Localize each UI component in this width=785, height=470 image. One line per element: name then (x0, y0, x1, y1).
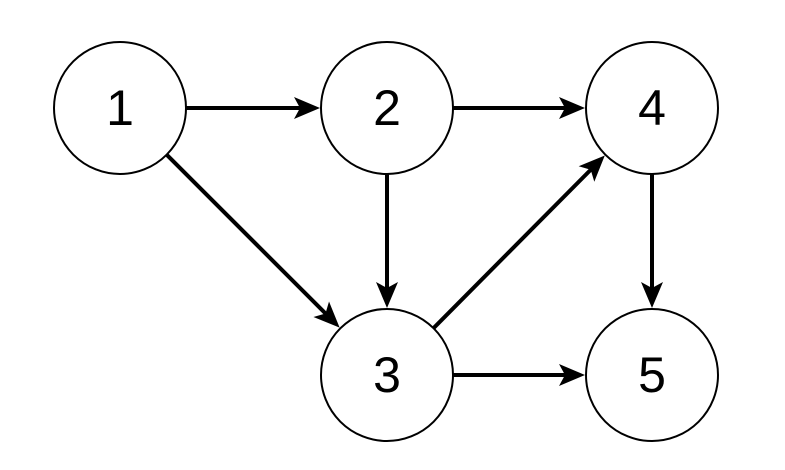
node-circle (320, 41, 454, 175)
node-circle (320, 308, 454, 442)
node-label: 2 (373, 80, 401, 136)
node-3: 3 (320, 308, 454, 442)
edge-line (432, 164, 597, 330)
node-label: 5 (638, 347, 666, 403)
node-label: 4 (638, 80, 666, 136)
edge-3-to-4 (432, 155, 605, 330)
node-2: 2 (320, 41, 454, 175)
node-5: 5 (585, 308, 719, 442)
arrowhead (294, 97, 320, 119)
arrowhead (641, 282, 663, 308)
node-circle (53, 41, 187, 175)
edge-line (165, 153, 332, 320)
nodes: 1 2 3 4 5 (53, 41, 719, 442)
edge-4-to-5 (641, 174, 663, 308)
arrowhead (559, 364, 585, 386)
arrowhead (313, 301, 340, 328)
arrowhead (376, 282, 398, 308)
edge-3-to-5 (453, 364, 585, 386)
node-1: 1 (53, 41, 187, 175)
node-4: 4 (585, 41, 719, 175)
edge-2-to-3 (376, 174, 398, 308)
arrowhead (559, 97, 585, 119)
edge-1-to-2 (186, 97, 320, 119)
node-label: 3 (373, 347, 401, 403)
node-label: 1 (106, 80, 134, 136)
edges (165, 97, 663, 386)
node-circle (585, 41, 719, 175)
edge-2-to-4 (453, 97, 585, 119)
edge-1-to-3 (165, 153, 340, 328)
node-circle (585, 308, 719, 442)
arrowhead (578, 155, 605, 182)
